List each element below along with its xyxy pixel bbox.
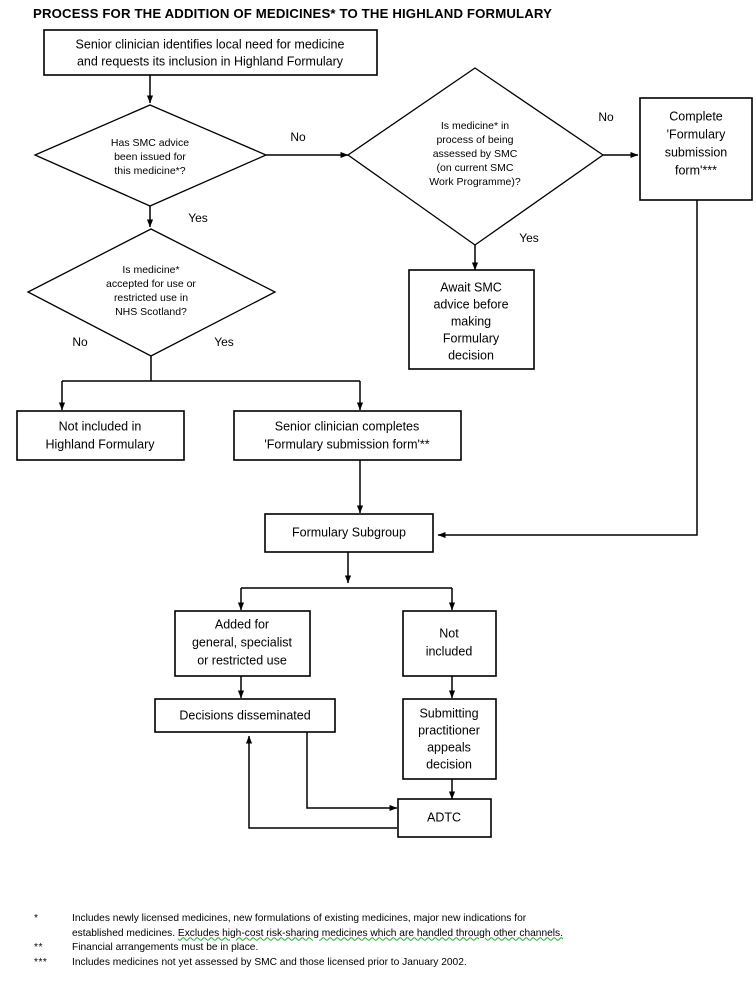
node-await-line-5: decision <box>448 348 494 362</box>
node-in-process-smc[interactable]: Is medicine* in process of being assesse… <box>346 67 605 246</box>
node-not-included-highland-line-1: Not included in <box>59 419 142 433</box>
node-accepted-line-1: Is medicine* <box>122 264 179 276</box>
node-completes-line-2: 'Formulary submission form'** <box>264 437 429 451</box>
node-start[interactable]: Senior clinician identifies local need f… <box>43 29 378 76</box>
node-accepted-line-3: restricted use in <box>114 292 188 304</box>
footnote-line-2-marked: Excludes high-cost risk-sharing medicine… <box>177 927 563 939</box>
node-added-line-3: or restricted use <box>197 653 287 667</box>
node-completes-line-1: Senior clinician completes <box>275 419 420 433</box>
node-not-included-highland-line-2: Highland Formulary <box>45 437 155 451</box>
node-adtc[interactable]: ADTC <box>397 798 492 838</box>
node-in-process-line-1: Is medicine* in <box>441 120 509 132</box>
node-complete-form-line-4: form'*** <box>675 163 717 177</box>
footnote-marker: ** <box>34 942 43 954</box>
node-subgroup-label: Formulary Subgroup <box>292 525 406 539</box>
footnote-line-2-plain: established medicines. <box>72 927 178 939</box>
node-in-process-line-5: Work Programme)? <box>429 176 521 188</box>
node-in-process-line-2: process of being <box>436 134 513 146</box>
footnote-row: *** Includes medicines not yet assessed … <box>34 956 734 971</box>
footnote-line-1: Includes newly licensed medicines, new f… <box>72 913 527 924</box>
node-await-line-4: Formulary <box>443 331 500 345</box>
node-accepted-line-2: accepted for use or <box>106 278 196 290</box>
page-title: PROCESS FOR THE ADDITION OF MEDICINES* T… <box>33 6 553 21</box>
node-added-line-1: Added for <box>215 617 269 631</box>
node-complete-form-right[interactable]: Complete 'Formulary submission form'*** <box>639 97 753 201</box>
footnote-row: ** Financial arrangements must be in pla… <box>34 941 734 956</box>
node-decisions-disseminated[interactable]: Decisions disseminated <box>154 698 336 733</box>
edge-label-accepted-no: No <box>72 335 88 349</box>
footnote-marker: *** <box>34 956 48 968</box>
node-appeals-decision[interactable]: Submitting practitioner appeals decision <box>402 698 497 780</box>
footnotes-block: * Includes newly licensed medicines, new… <box>34 912 734 970</box>
node-in-process-line-4: (on current SMC <box>436 162 513 174</box>
node-not-included[interactable]: Not included <box>402 610 497 677</box>
node-complete-form-line-2: 'Formulary <box>667 127 726 141</box>
node-added-for-use[interactable]: Added for general, specialist or restric… <box>174 610 311 677</box>
node-smc-advice-issued[interactable]: Has SMC advice been issued for this medi… <box>33 104 268 207</box>
node-complete-form-line-1: Complete <box>669 109 723 123</box>
node-appeals-line-1: Submitting <box>419 706 478 720</box>
edge-label-smc-advice-yes: Yes <box>188 211 208 225</box>
node-not-included-line-2: included <box>426 644 473 658</box>
footnote-row: * Includes newly licensed medicines, new… <box>34 912 734 941</box>
node-in-process-line-3: assessed by SMC <box>433 148 518 160</box>
node-smc-advice-line-1: Has SMC advice <box>111 137 189 149</box>
edge-label-in-process-no: No <box>598 110 614 124</box>
edge-label-accepted-yes: Yes <box>214 335 234 349</box>
node-appeals-line-3: appeals <box>427 740 471 754</box>
edge-decisions-to-adtc <box>306 732 398 812</box>
node-await-line-1: Await SMC <box>440 280 502 294</box>
footnote-text: Includes medicines not yet assessed by S… <box>72 956 467 968</box>
node-decisions-label: Decisions disseminated <box>179 708 310 722</box>
node-smc-advice-line-2: been issued for <box>114 151 186 163</box>
footnote-text: Financial arrangements must be in place. <box>72 942 259 954</box>
edge-label-in-process-yes: Yes <box>519 231 539 245</box>
footnote-text: Includes newly licensed medicines, new f… <box>72 912 734 941</box>
node-smc-advice-line-3: this medicine*? <box>114 165 185 177</box>
edge-label-smc-advice-no: No <box>290 130 306 144</box>
node-adtc-label: ADTC <box>427 810 461 824</box>
node-start-line-1: Senior clinician identifies local need f… <box>76 37 345 51</box>
node-accepted-line-4: NHS Scotland? <box>115 306 187 318</box>
edge-complete-form-to-subgroup <box>437 200 698 539</box>
node-formulary-subgroup[interactable]: Formulary Subgroup <box>264 513 434 553</box>
node-not-included-highland[interactable]: Not included in Highland Formulary <box>16 410 185 461</box>
node-complete-form-line-3: submission <box>665 145 728 159</box>
footnote-marker: * <box>34 913 39 924</box>
node-await-smc[interactable]: Await SMC advice before making Formulary… <box>408 269 535 370</box>
node-await-line-2: advice before <box>433 297 508 311</box>
node-not-included-line-1: Not <box>439 626 459 640</box>
node-senior-clinician-completes[interactable]: Senior clinician completes 'Formulary su… <box>233 410 462 461</box>
node-start-line-2: and requests its inclusion in Highland F… <box>77 54 344 68</box>
node-appeals-line-2: practitioner <box>418 723 480 737</box>
edge-adtc-to-decisions <box>245 735 397 829</box>
node-added-line-2: general, specialist <box>192 635 293 649</box>
node-accepted-nhs-scotland[interactable]: Is medicine* accepted for use or restric… <box>26 228 277 357</box>
node-await-line-3: making <box>451 314 491 328</box>
node-appeals-line-4: decision <box>426 757 472 771</box>
